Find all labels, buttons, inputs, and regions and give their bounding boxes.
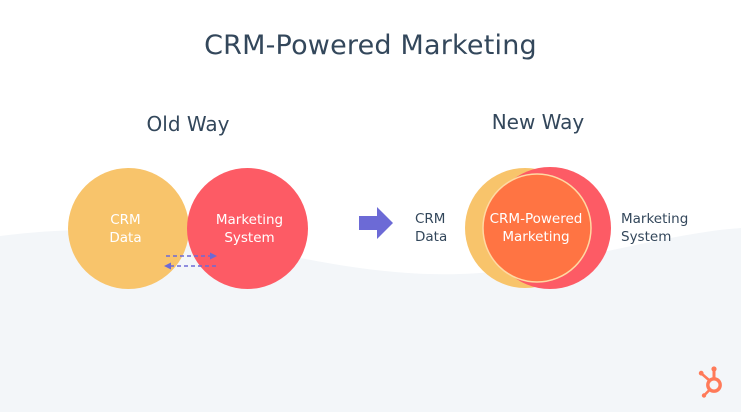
marketing-system-circle: Marketing System xyxy=(187,168,308,289)
marketing-system-label: Marketing System xyxy=(215,211,284,246)
crm-powered-marketing-circle xyxy=(482,173,592,283)
new-marketing-system-label: Marketing System xyxy=(621,211,689,245)
old-way-heading: Old Way xyxy=(146,112,230,136)
slide-title: CRM-Powered Marketing xyxy=(204,30,537,61)
crm-powered-marketing-label: CRM-Powered Marketing xyxy=(489,211,583,245)
hubspot-sprocket-icon xyxy=(698,366,722,398)
new-way-heading: New Way xyxy=(491,110,585,134)
crm-data-circle: CRM Data xyxy=(68,168,189,289)
crm-data-label: CRM Data xyxy=(109,211,142,246)
right-arrow-icon xyxy=(359,207,393,239)
crm-powered-venn xyxy=(465,167,611,289)
new-crm-data-label: CRM Data xyxy=(415,211,448,245)
bidirectional-dashed-arrows-icon xyxy=(164,252,217,270)
